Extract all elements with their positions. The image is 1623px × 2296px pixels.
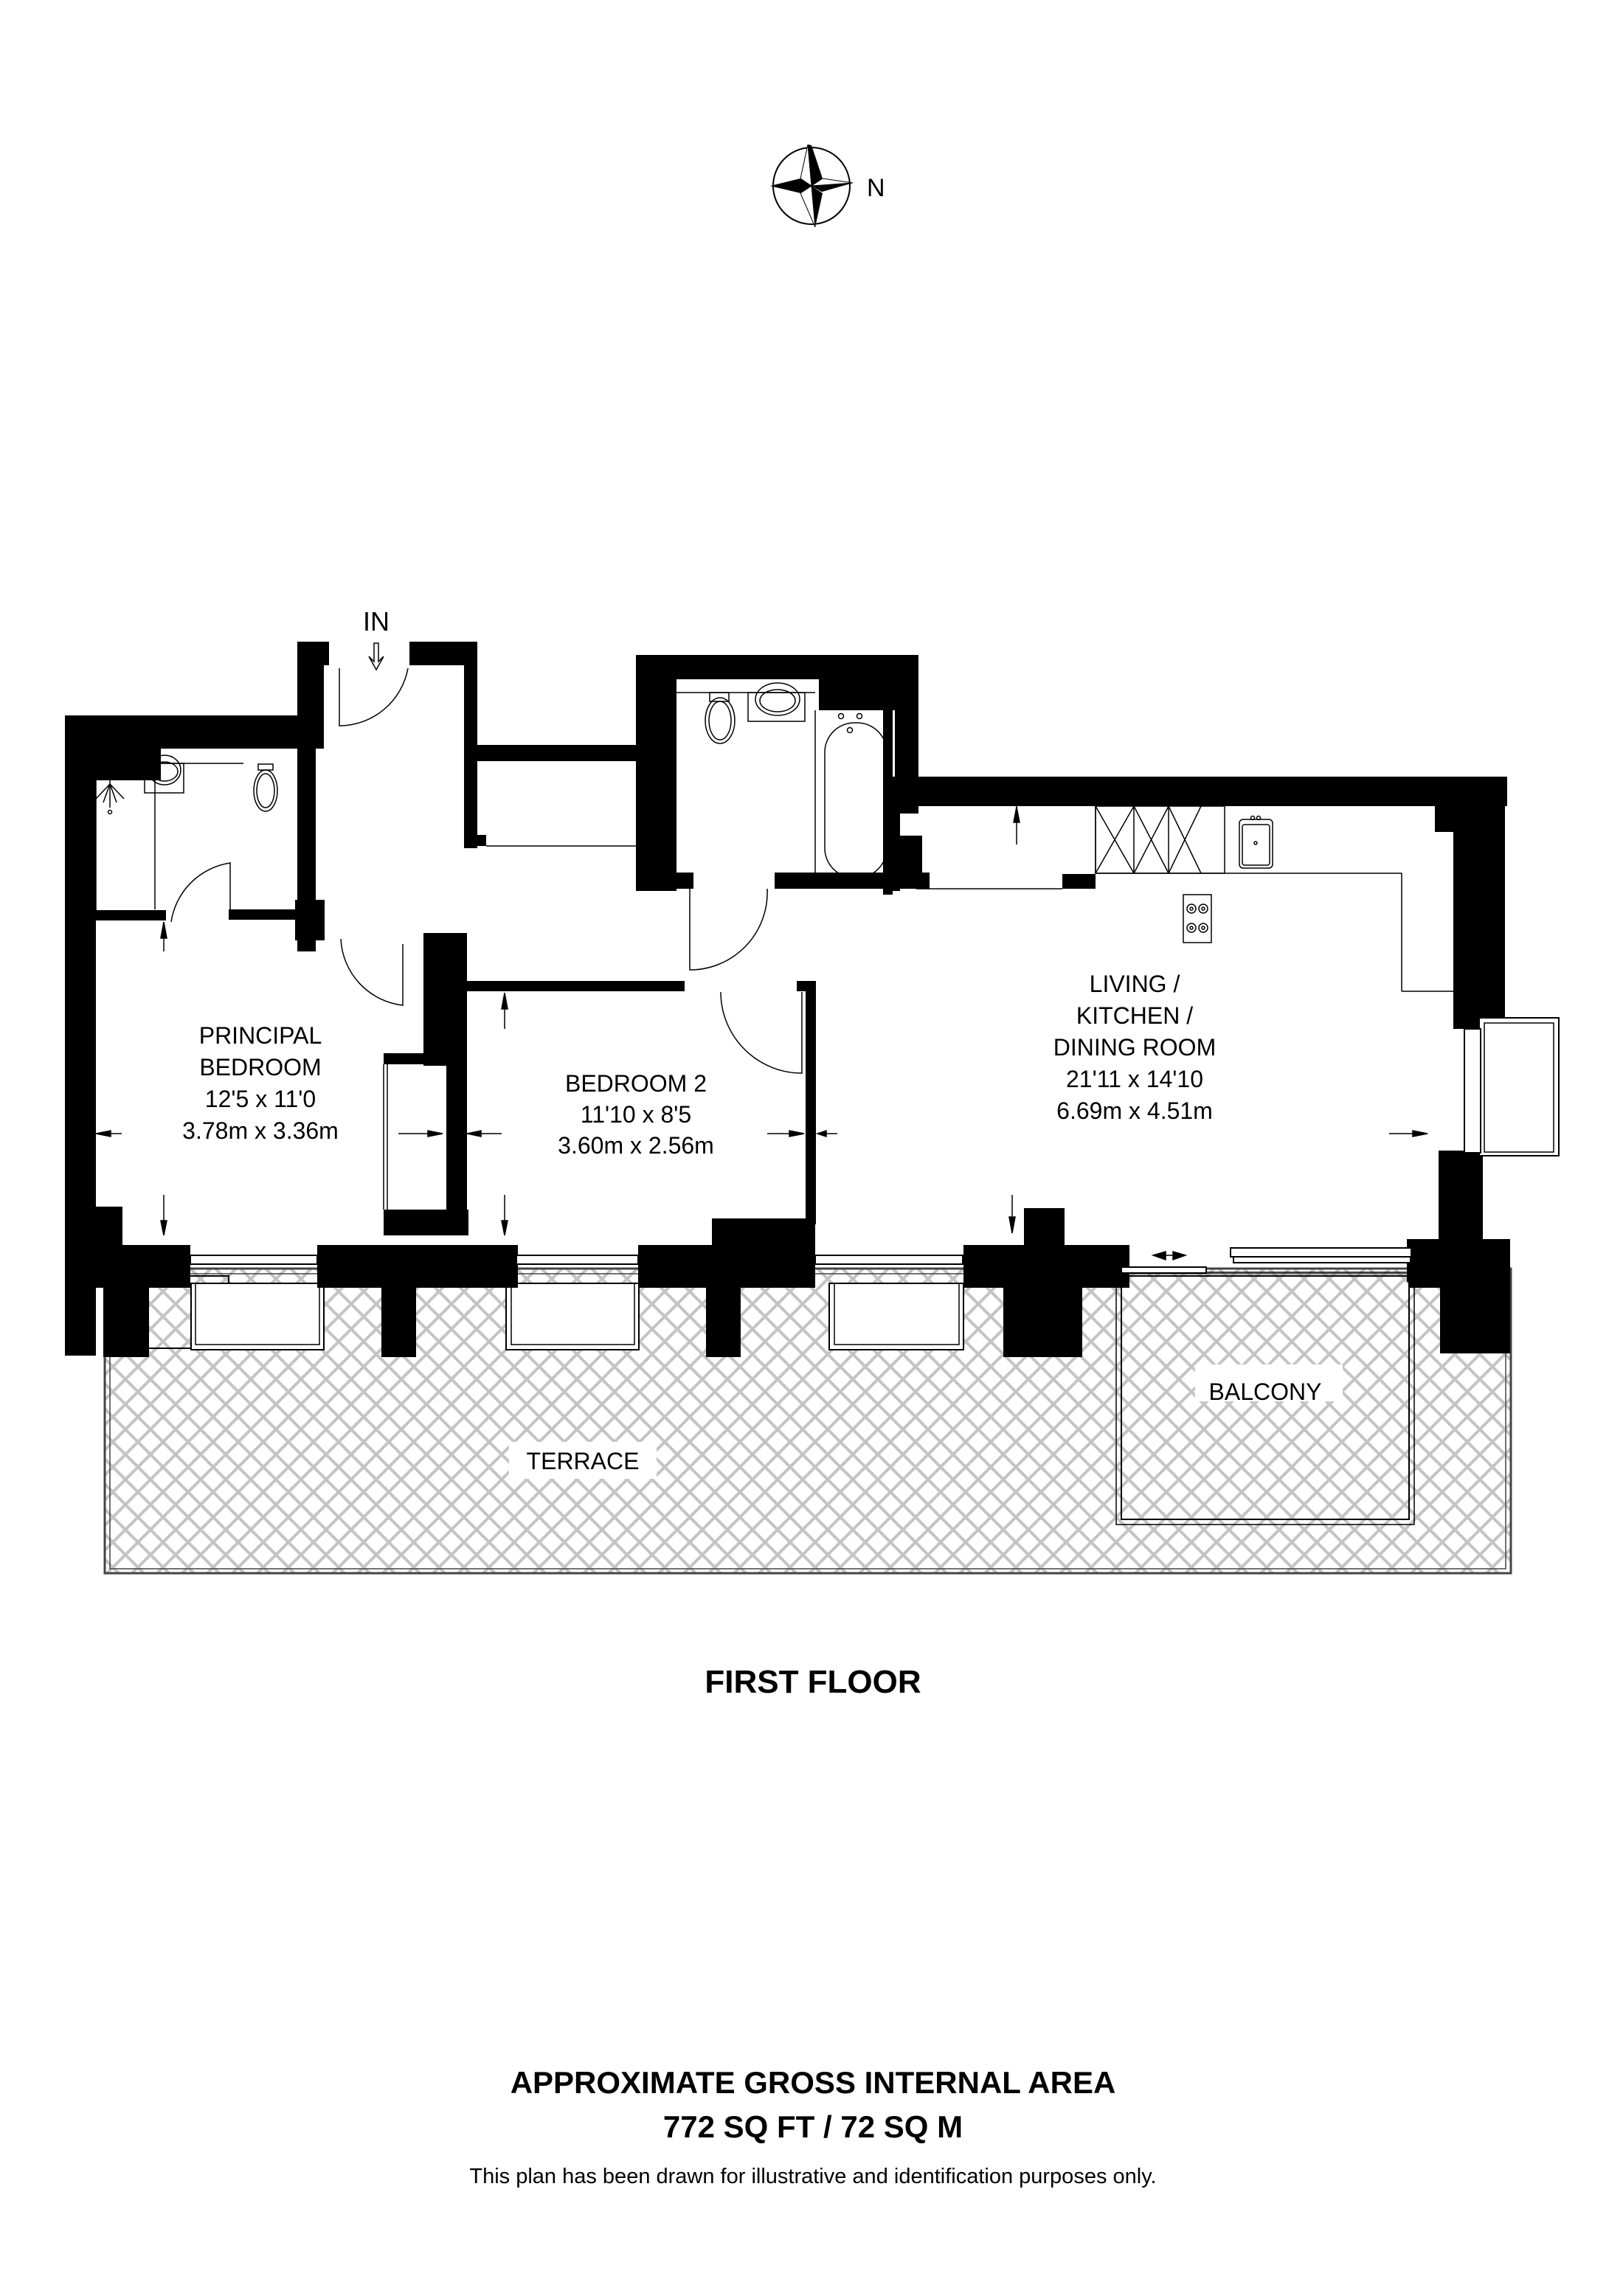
room-name-line: LIVING / (1090, 971, 1180, 997)
room-imperial: 11'10 x 8'5 (581, 1101, 691, 1128)
room-name-line: PRINCIPAL (199, 1022, 322, 1049)
dimension-arrows (95, 806, 1428, 1261)
room-principal-bedroom: PRINCIPAL BEDROOM 12'5 x 11'0 3.78m x 3.… (182, 1022, 339, 1144)
room-metric: 3.60m x 2.56m (558, 1132, 714, 1159)
compass-north-label: N (867, 174, 885, 202)
balcony-label: BALCONY (1209, 1378, 1322, 1405)
disclaimer: This plan has been drawn for illustrativ… (469, 2165, 1156, 2188)
room-name-line: DINING ROOM (1053, 1034, 1216, 1061)
room-metric: 3.78m x 3.36m (182, 1117, 339, 1144)
walls (65, 642, 1510, 1357)
entrance-label: IN (363, 606, 390, 637)
room-imperial: 21'11 x 14'10 (1066, 1066, 1203, 1092)
terrace-label: TERRACE (527, 1448, 640, 1474)
room-name-line: BEDROOM 2 (565, 1070, 707, 1097)
terrace-area (103, 1267, 1512, 1575)
room-metric: 6.69m x 4.51m (1056, 1097, 1213, 1124)
windows (190, 1017, 1560, 1274)
kitchen-units (1095, 805, 1453, 992)
room-bedroom-2: BEDROOM 2 11'10 x 8'5 3.60m x 2.56m (558, 1070, 714, 1159)
area-value: 772 SQ FT / 72 SQ M (663, 2109, 963, 2144)
doors (170, 667, 803, 1074)
appliance-units-icon (1095, 805, 1225, 874)
hob-icon (1183, 894, 1212, 943)
storage-cupboards (383, 845, 1062, 1210)
area-heading: APPROXIMATE GROSS INTERNAL AREA (511, 2065, 1116, 2100)
room-imperial: 12'5 x 11'0 (205, 1086, 316, 1112)
floor-title: FIRST FLOOR (705, 1664, 921, 1700)
balcony-area (1115, 1272, 1415, 1525)
entry-arrow-icon (368, 642, 384, 671)
room-name-line: BEDROOM (199, 1054, 321, 1081)
room-living-kitchen-dining: LIVING / KITCHEN / DINING ROOM 21'11 x 1… (1053, 971, 1216, 1124)
room-name-line: KITCHEN / (1076, 1002, 1193, 1029)
bathroom-fixtures (676, 682, 887, 878)
ensuite-fixtures (95, 743, 278, 911)
kitchen-sink-icon (1239, 815, 1273, 869)
compass-rose-icon (770, 144, 854, 228)
shower-icon (95, 776, 125, 815)
